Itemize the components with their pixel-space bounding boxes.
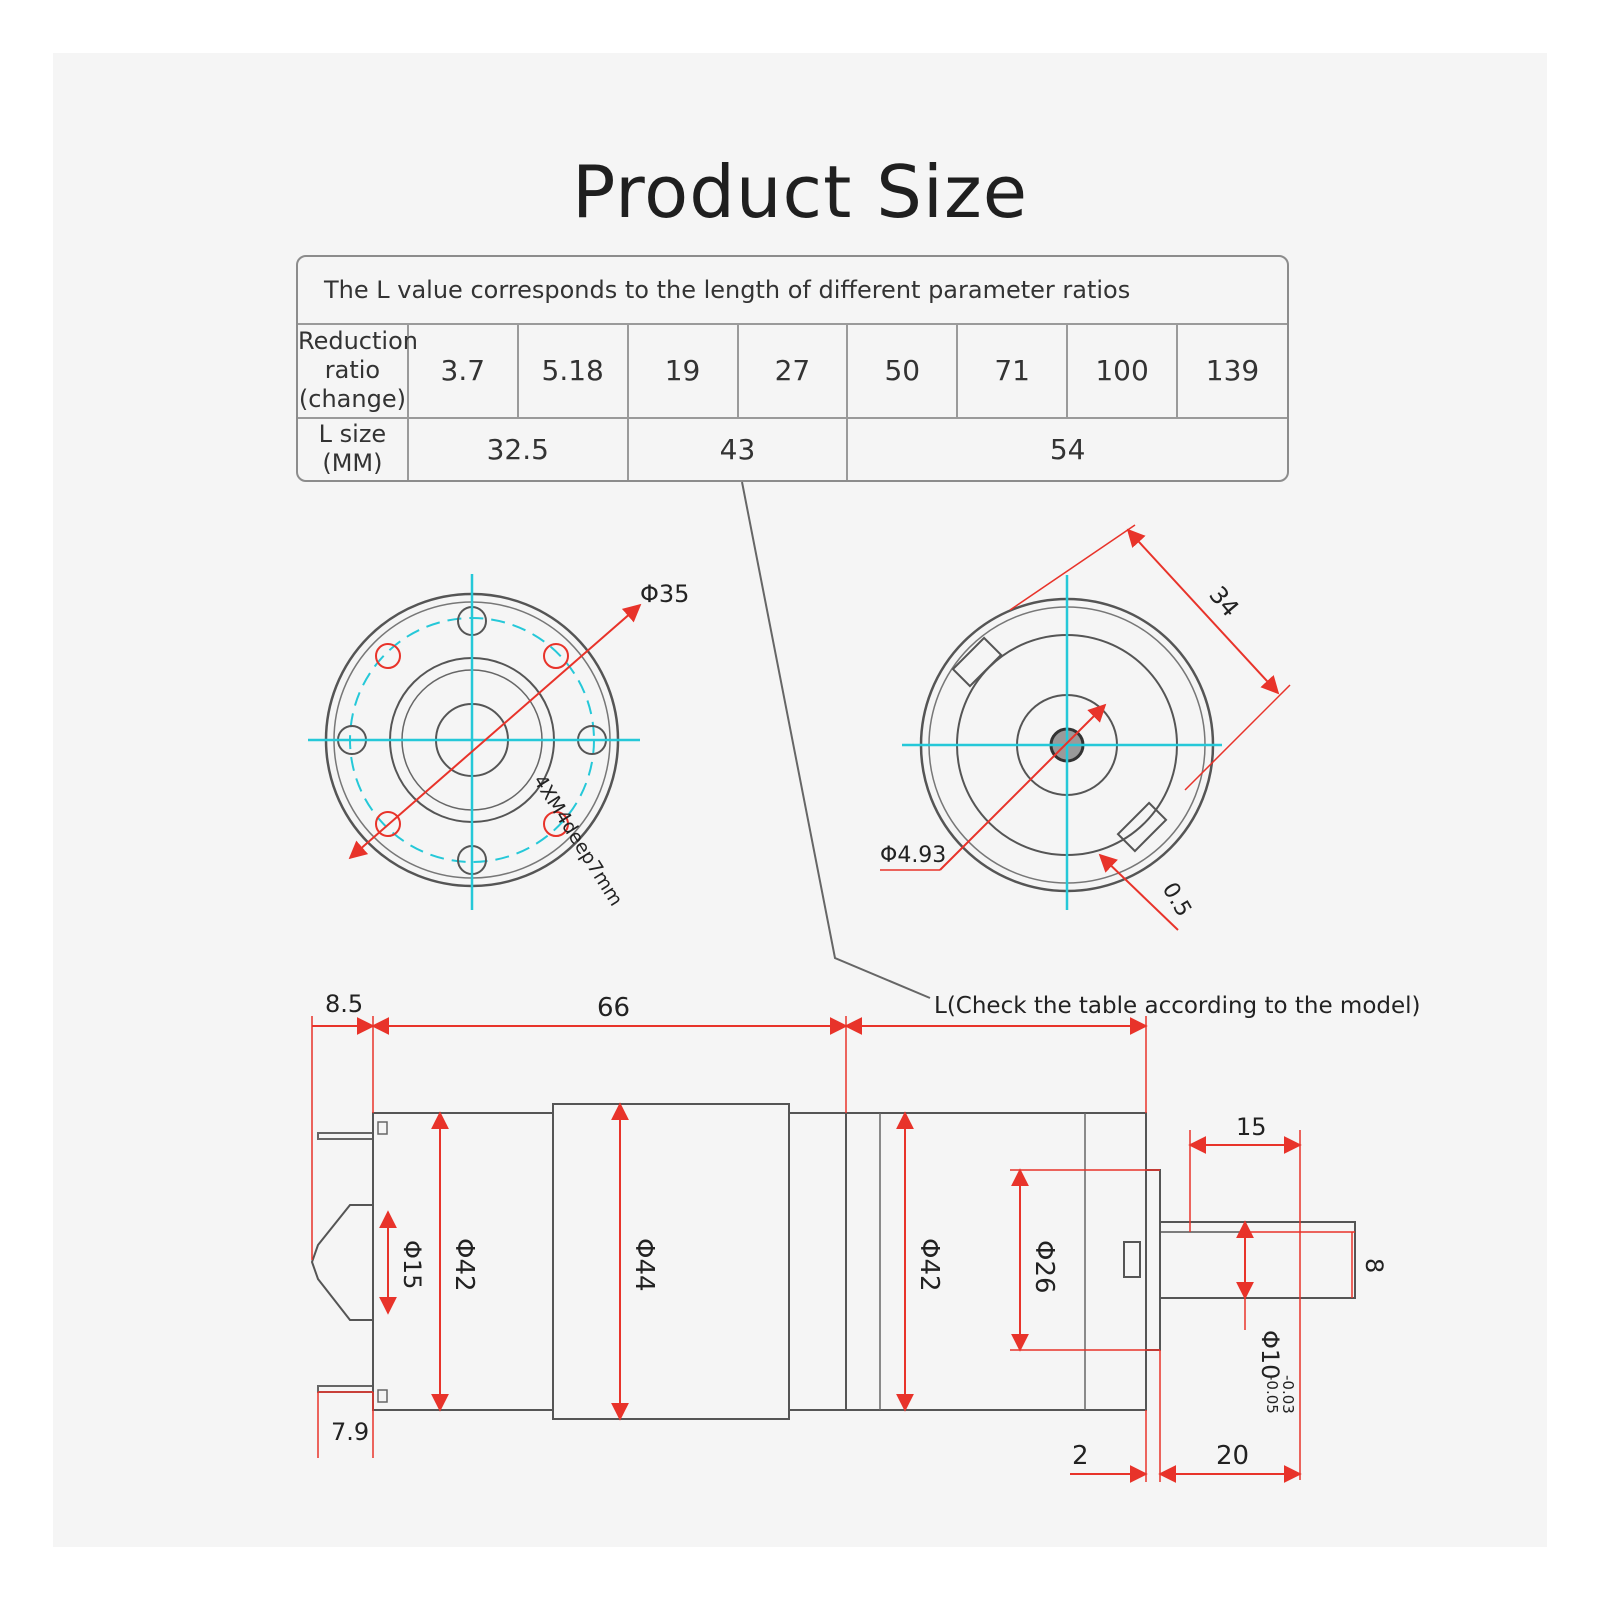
ratio-cell: 71: [956, 323, 1069, 419]
ratio-header-line2: (change): [298, 385, 406, 414]
lsize-header: L size (MM): [298, 416, 409, 480]
tol-lower-label: -0.05: [1263, 1375, 1281, 1414]
ratio-cell: 3.7: [406, 323, 519, 419]
page-title: Product Size: [571, 150, 1029, 234]
l-note-label: L(Check the table according to the model…: [934, 993, 1421, 1019]
terminal-bottom: [317, 1385, 374, 1393]
rear-gap-dim: [1098, 853, 1179, 931]
rear-ext-line-1: [1009, 524, 1136, 611]
ratio-cell: 139: [1176, 323, 1287, 419]
dim-phi42-left-label: Φ42: [449, 1238, 479, 1292]
dim-phi26-label: Φ26: [1029, 1240, 1059, 1294]
dim-2-label: 2: [1072, 1441, 1089, 1471]
ratio-cell: 19: [626, 323, 739, 419]
lsize-cell: 43: [626, 416, 849, 480]
dim-phi44-label: Φ44: [629, 1238, 659, 1292]
rear-bushing: [310, 1204, 373, 1321]
gearbox-body: [845, 1112, 1147, 1411]
ratio-header-line1: Reduction ratio: [298, 327, 418, 385]
front-dia-line: [348, 603, 642, 860]
dim-8-label: 8: [1360, 1258, 1388, 1273]
rear-width-dim: [1126, 528, 1280, 695]
ratio-cell: 27: [736, 323, 849, 419]
ratio-cell: 5.18: [516, 323, 629, 419]
rear-tab-bottom: [1116, 801, 1168, 853]
motor-collar: [788, 1112, 847, 1411]
dim-15-label: 15: [1236, 1113, 1267, 1141]
rear-view: 34 Φ4.93 0.5: [880, 524, 1291, 931]
threaded-hole-tl: [375, 643, 401, 669]
front-dia-label: Φ35: [640, 580, 689, 608]
rear-ext-line-2: [1184, 684, 1291, 791]
dim-66-label: 66: [597, 993, 630, 1023]
front-view: Φ35 4XM4deep7mm: [308, 574, 689, 910]
dim-20-label: 20: [1216, 1441, 1249, 1471]
rear-shaft-label: Φ4.93: [880, 843, 946, 868]
ratio-cell: 50: [846, 323, 959, 419]
table-caption: The L value corresponds to the length of…: [298, 257, 1287, 325]
lsize-cell: 54: [846, 416, 1287, 480]
end-cap-tab-top: [377, 1121, 388, 1135]
ratio-header: Reduction ratio (change): [298, 323, 418, 419]
side-view: 8.5 66 L(Check the table according to th…: [310, 990, 1421, 1483]
lsize-cell: 32.5: [406, 416, 629, 480]
l-value-table: The L value corresponds to the length of…: [296, 255, 1289, 482]
dim-8-5-label: 8.5: [325, 990, 363, 1018]
threaded-hole-tr: [543, 643, 569, 669]
rear-tab-top: [951, 636, 1003, 688]
front-hole-label: 4XM4deep7mm: [529, 771, 627, 910]
end-cap-tab-bottom: [377, 1389, 388, 1403]
ratio-cell: 100: [1066, 323, 1178, 419]
dim-phi10-label: Φ10: [1256, 1330, 1284, 1379]
dim-phi15-label: Φ15: [398, 1240, 426, 1289]
dim-7-9-label: 7.9: [331, 1418, 369, 1446]
output-shaft: [1159, 1221, 1356, 1299]
gearbox-key: [1123, 1241, 1141, 1278]
motor-can: [552, 1103, 790, 1420]
terminal-top: [317, 1132, 374, 1140]
l-leader-line: [741, 481, 931, 999]
dim-phi42-right-label: Φ42: [914, 1238, 944, 1292]
rear-shaft-leader: [939, 703, 1107, 871]
gearbox-face-boss: [1145, 1169, 1161, 1351]
tol-upper-label: -0.03: [1279, 1375, 1297, 1414]
rear-width-label: 34: [1203, 581, 1244, 622]
